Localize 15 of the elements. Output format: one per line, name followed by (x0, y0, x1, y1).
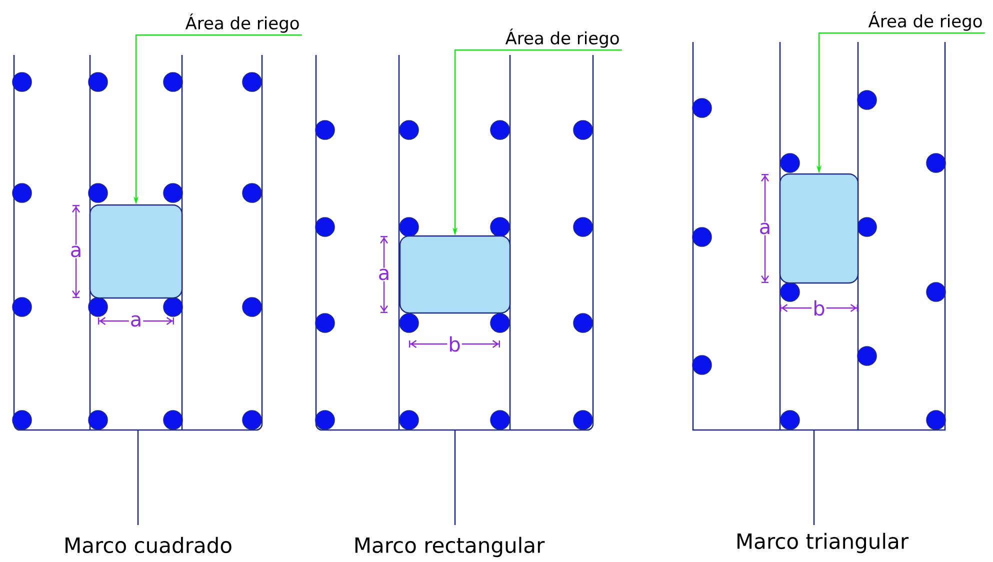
dimension-letter: a (68, 244, 84, 258)
dimension-letter: b (447, 335, 462, 353)
callout-text: Área de riego (505, 28, 619, 48)
callout-text: Área de riego (868, 12, 982, 31)
panel-caption: Marco rectangular (355, 536, 545, 558)
callout-text: Área de riego (185, 14, 299, 33)
panel-caption: Marco triangular (738, 532, 909, 554)
dimension-letter: a (758, 222, 772, 236)
dimension-letter: a (376, 268, 392, 282)
panel-caption: Marco cuadrado (66, 536, 232, 554)
dimension-letter: b (812, 299, 826, 317)
irrigation-area-box (779, 173, 859, 284)
irrigation-area-box (399, 235, 511, 314)
dimension-letter: a (128, 314, 144, 328)
irrigation-area-box (89, 204, 183, 299)
